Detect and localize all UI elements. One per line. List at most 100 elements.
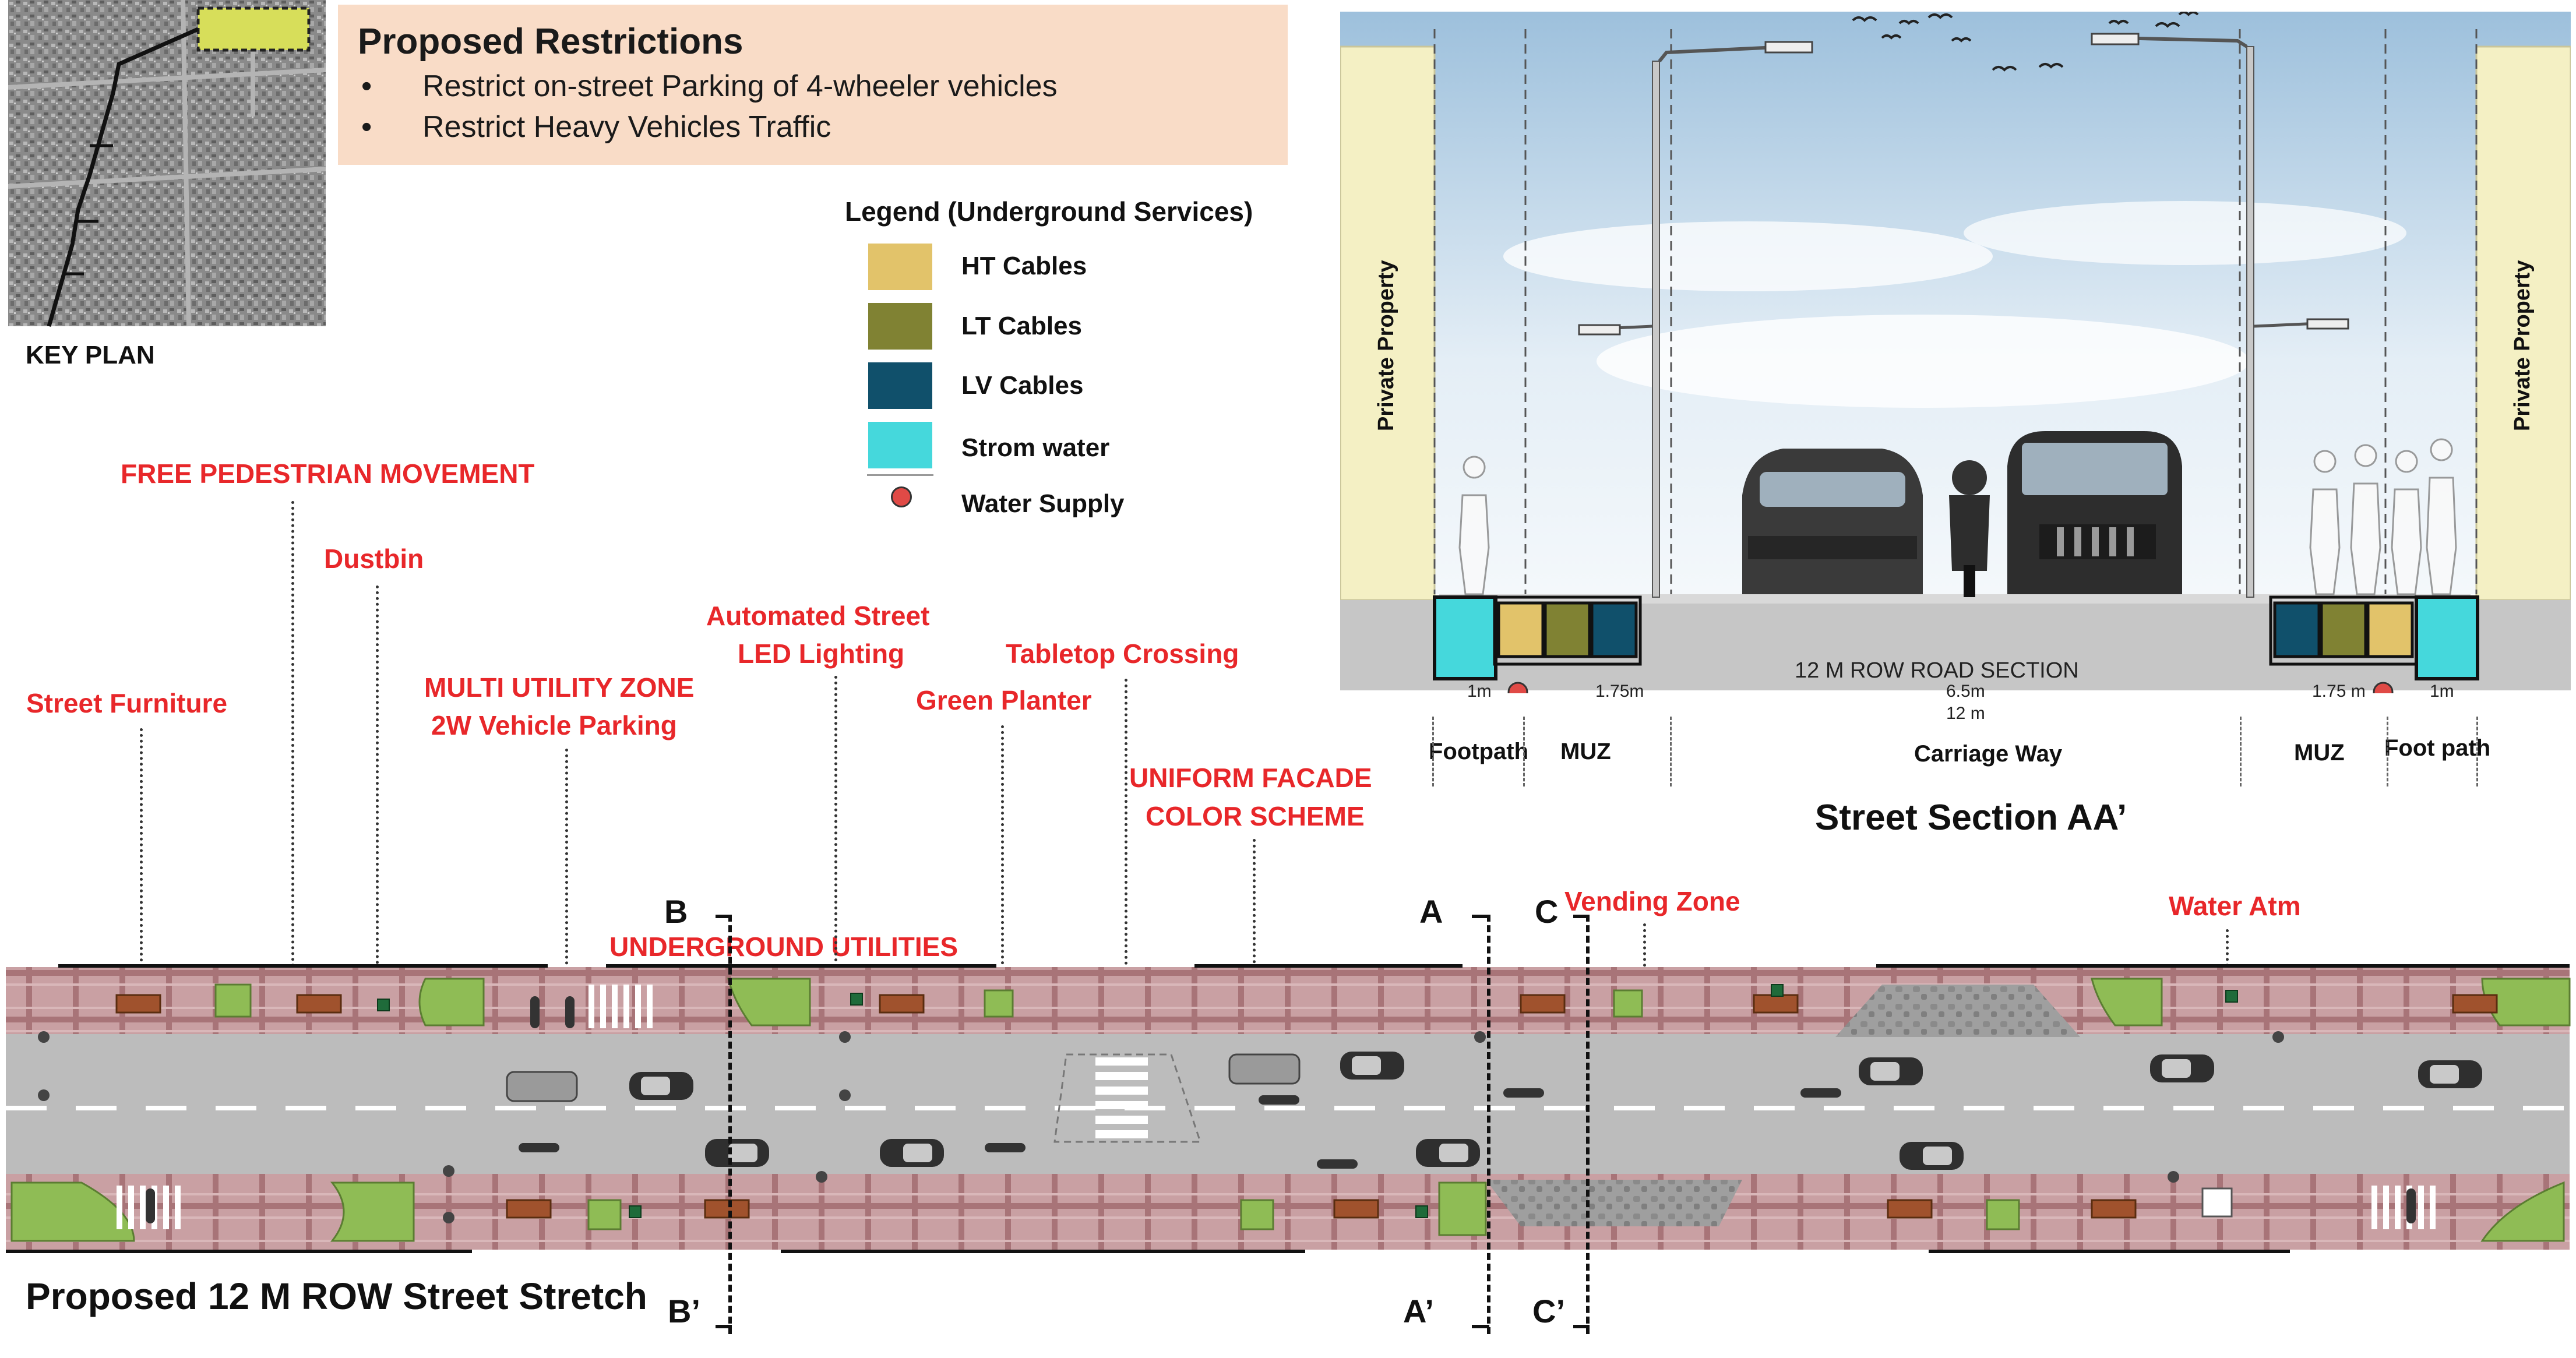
key-plan-caption: KEY PLAN — [26, 341, 155, 369]
water-atm-icon — [2201, 1187, 2233, 1218]
legend-swatch-ht — [868, 244, 932, 290]
marker-b: B — [664, 893, 688, 930]
legend-swatch-storm — [868, 422, 932, 468]
bench — [1333, 1199, 1379, 1219]
legend-label: HT Cables — [961, 252, 1087, 280]
cut-line-b — [728, 915, 732, 1334]
van-icon — [506, 1071, 578, 1102]
dim-left-footpath: 1m — [1467, 682, 1492, 701]
jeep-icon — [2007, 431, 2182, 594]
bike-icon — [519, 1143, 559, 1152]
bench — [704, 1199, 750, 1219]
bench — [1520, 994, 1566, 1014]
legend-swatch-lv — [868, 362, 932, 409]
marker-a-prime: A’ — [1403, 1293, 1434, 1329]
parked-bike-icon — [2406, 1188, 2416, 1223]
legend-label: Water Supply — [961, 489, 1125, 518]
leader-free-pedestrian — [291, 501, 294, 967]
zone-muz-right: MUZ — [2294, 740, 2345, 766]
lv-cable-right — [2273, 601, 2321, 658]
bench — [2452, 994, 2498, 1014]
restrictions-title: Proposed Restrictions — [358, 22, 743, 62]
leader-tabletop — [1125, 679, 1127, 1057]
water-supply-dot — [891, 486, 912, 507]
dim-right-muz: 1.75 m — [2312, 682, 2366, 701]
planter — [1438, 1181, 1487, 1236]
car-icon — [629, 1072, 693, 1100]
legend-label: Strom water — [961, 433, 1110, 462]
dim-right-footpath: 1m — [2430, 682, 2454, 701]
car-icon — [1416, 1139, 1480, 1167]
label-facade-line2: COLOR SCHEME — [1146, 801, 1365, 831]
sidewalk-top — [6, 967, 2570, 1034]
legend-label: LT Cables — [961, 312, 1083, 340]
legend-swatch-lt — [868, 303, 932, 350]
zone-carriage: Carriage Way — [1914, 741, 2063, 767]
restriction-item: • Restrict Heavy Vehicles Traffic — [361, 110, 831, 144]
label-water-atm: Water Atm — [2169, 891, 2301, 921]
label-green-planter: Green Planter — [916, 685, 1092, 715]
planter — [984, 989, 1014, 1018]
storm-water-left — [1433, 595, 1497, 680]
lv-cable-left — [1590, 601, 1638, 658]
label-auto-line2: LED Lighting — [738, 639, 905, 669]
ht-cable-left — [1497, 601, 1545, 658]
car-icon — [1340, 1052, 1404, 1080]
key-plan-map — [8, 0, 326, 327]
planter — [1240, 1199, 1274, 1230]
cut-line-c — [1586, 915, 1590, 1334]
car-icon — [1742, 449, 1923, 594]
label-muz-line2: 2W Vehicle Parking — [431, 710, 677, 740]
bench — [506, 1199, 552, 1219]
section-drawing — [1339, 11, 2572, 704]
legend-label: LV Cables — [961, 371, 1084, 400]
restriction-text: Restrict Heavy Vehicles Traffic — [422, 110, 831, 144]
car-icon — [1900, 1142, 1964, 1170]
bike-icon — [1800, 1088, 1841, 1098]
road-section-label: 12 M ROW ROAD SECTION — [1795, 658, 2079, 683]
marker-b-prime: B’ — [668, 1293, 700, 1329]
car-icon — [2150, 1054, 2214, 1082]
vending-zone-bottom — [1486, 1180, 1742, 1226]
legend: Legend (Underground Services) HT Cables … — [839, 192, 1282, 536]
planter — [1986, 1199, 2020, 1230]
parked-bike-icon — [146, 1188, 155, 1223]
label-free-pedestrian: FREE PEDESTRIAN MOVEMENT — [121, 458, 535, 489]
ht-cable-right — [2366, 601, 2414, 658]
route-line — [47, 27, 199, 327]
street-plan — [6, 950, 2575, 1273]
bullet: • — [361, 69, 372, 103]
planter — [330, 1181, 415, 1242]
label-muz-line1: MULTI UTILITY ZONE — [424, 672, 695, 703]
restrictions-box: Proposed Restrictions • Restrict on-stree… — [338, 5, 1288, 165]
legend-title: Legend (Underground Services) — [845, 196, 1253, 227]
bench — [115, 994, 161, 1014]
planter — [1613, 989, 1643, 1018]
leader-led — [834, 676, 837, 1002]
bench — [2091, 1199, 2137, 1219]
planter — [214, 983, 252, 1018]
zone-footpath-right: Foot path — [2384, 735, 2491, 761]
restriction-item: • Restrict on-street Parking of 4-wheeler… — [361, 69, 1058, 104]
car-icon — [1859, 1057, 1923, 1085]
leader-dustbin — [376, 585, 379, 970]
label-dustbin: Dustbin — [324, 544, 424, 574]
restriction-text: Restrict on-street Parking of 4-wheeler … — [422, 69, 1058, 103]
vending-zone-top — [1835, 985, 2080, 1037]
label-facade-line1: UNIFORM FACADE — [1129, 763, 1372, 793]
key-plan: KEY PLAN — [8, 0, 326, 369]
leader-planter — [1001, 725, 1004, 993]
plan-title: Proposed 12 M ROW Street Stretch — [26, 1275, 647, 1317]
section-title: Street Section AA’ — [1815, 798, 2127, 838]
label-street-furniture: Street Furniture — [26, 688, 228, 718]
planter — [2480, 1181, 2565, 1242]
bike-icon — [1503, 1088, 1544, 1098]
marker-c-prime: C’ — [1532, 1293, 1565, 1329]
parked-bike-icon — [565, 996, 575, 1028]
bullet: • — [361, 110, 372, 144]
dim-left-muz: 1.75m — [1595, 682, 1644, 701]
bench — [296, 994, 342, 1014]
zone-muz-left: MUZ — [1560, 739, 1611, 764]
private-property-right-label: Private Property — [2510, 260, 2535, 431]
leader-street-furniture — [140, 728, 143, 996]
